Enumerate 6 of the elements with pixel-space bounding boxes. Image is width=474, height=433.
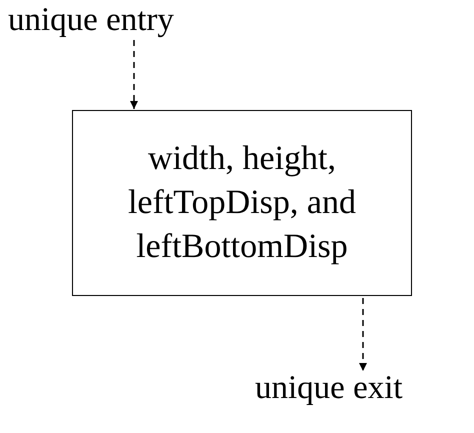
dashed-arrow [130, 40, 138, 109]
box-text: width, height, leftTopDisp, and leftBottomDisp [126, 139, 358, 267]
terminal-label: unique exit [255, 372, 403, 405]
dashed-arrow [359, 298, 367, 371]
terminal-label: unique entry [8, 4, 174, 37]
process-box [72, 110, 412, 296]
